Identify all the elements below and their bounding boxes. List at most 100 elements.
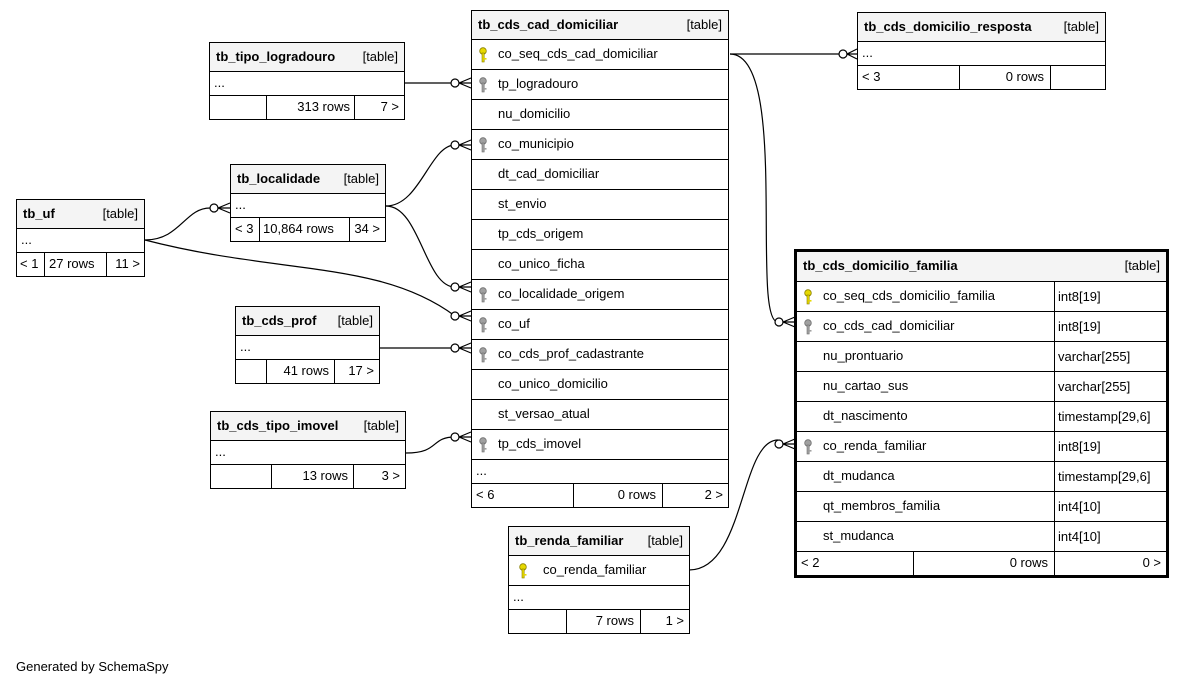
table-footer: 313 rows 7 > bbox=[210, 96, 404, 119]
edge-tipo-imovel bbox=[405, 436, 456, 454]
table-localidade[interactable]: tb_localidade [table] ... < 3 10,864 row… bbox=[230, 164, 386, 242]
column-name: dt_cad_domiciliar bbox=[498, 166, 600, 181]
table-header: tb_cds_tipo_imovel [table] bbox=[211, 412, 405, 441]
foreign-key-icon bbox=[804, 439, 812, 455]
table-cds-cad-domiciliar[interactable]: tb_cds_cad_domiciliar [table] co_seq_cds… bbox=[471, 10, 729, 508]
children-count: 7 > bbox=[380, 99, 399, 114]
table-uf[interactable]: tb_uf [table] ... < 1 27 rows 11 > bbox=[16, 199, 145, 277]
column-row[interactable]: nu_domicilio bbox=[472, 100, 728, 130]
more-columns: ... bbox=[858, 42, 1105, 66]
table-header: tb_cds_cad_domiciliar [table] bbox=[472, 11, 728, 40]
more-columns: ... bbox=[236, 336, 379, 360]
foreign-key-icon bbox=[479, 317, 487, 333]
column-row[interactable]: co_localidade_origem bbox=[472, 280, 728, 310]
table-kind: [table] bbox=[1124, 258, 1160, 273]
primary-key-icon bbox=[804, 289, 812, 305]
table-cds-domicilio-familia[interactable]: tb_cds_domicilio_familia [table] co_seq_… bbox=[794, 249, 1169, 578]
column-row[interactable]: tp_logradouro bbox=[472, 70, 728, 100]
column-name: nu_domicilio bbox=[498, 106, 571, 121]
more-columns: ... bbox=[210, 72, 404, 96]
foreign-key-icon bbox=[479, 287, 487, 303]
column-type: int8[19] bbox=[1054, 282, 1101, 311]
table-name: tb_cds_domicilio_resposta bbox=[864, 19, 1032, 34]
column-row[interactable]: tp_cds_imovel bbox=[472, 430, 728, 460]
generator-credit: Generated by SchemaSpy bbox=[16, 659, 169, 674]
table-kind: [table] bbox=[337, 313, 373, 328]
children-count: 11 > bbox=[115, 256, 140, 271]
column-type: int4[10] bbox=[1054, 492, 1101, 521]
column-row[interactable]: st_versao_atual bbox=[472, 400, 728, 430]
table-cds-prof[interactable]: tb_cds_prof [table] ... 41 rows 17 > bbox=[235, 306, 380, 384]
column-name: nu_cartao_sus bbox=[823, 378, 909, 393]
parents-count: < 3 bbox=[862, 69, 881, 84]
table-kind: [table] bbox=[362, 49, 398, 64]
table-header: tb_renda_familiar [table] bbox=[509, 527, 689, 556]
column-row[interactable]: co_municipio bbox=[472, 130, 728, 160]
edge-uf-localidade bbox=[144, 207, 211, 241]
edge-uf-couf bbox=[144, 239, 456, 317]
foreign-key-icon bbox=[479, 347, 487, 363]
parents-count: < 3 bbox=[235, 221, 254, 236]
row-count: 7 rows bbox=[595, 613, 634, 628]
column-row[interactable]: co_uf bbox=[472, 310, 728, 340]
column-row[interactable]: st_envio bbox=[472, 190, 728, 220]
column-row[interactable]: nu_prontuario varchar[255] bbox=[797, 342, 1166, 372]
column-name: nu_prontuario bbox=[823, 348, 904, 363]
table-header: tb_cds_domicilio_familia [table] bbox=[797, 252, 1166, 282]
table-cds-tipo-imovel[interactable]: tb_cds_tipo_imovel [table] ... 13 rows 3… bbox=[210, 411, 406, 489]
column-type: int8[19] bbox=[1054, 432, 1101, 461]
table-cds-domicilio-resposta[interactable]: tb_cds_domicilio_resposta [table] ... < … bbox=[857, 12, 1106, 90]
table-header: tb_cds_prof [table] bbox=[236, 307, 379, 336]
column-row[interactable]: co_unico_ficha bbox=[472, 250, 728, 280]
column-row[interactable]: co_renda_familiar bbox=[509, 556, 689, 586]
table-name: tb_uf bbox=[23, 206, 55, 221]
column-name: co_unico_ficha bbox=[498, 256, 585, 271]
column-row[interactable]: co_cds_prof_cadastrante bbox=[472, 340, 728, 370]
table-renda-familiar[interactable]: tb_renda_familiar [table] co_renda_famil… bbox=[508, 526, 690, 634]
column-type: int4[10] bbox=[1054, 522, 1101, 551]
column-type: timestamp[29,6] bbox=[1054, 402, 1151, 431]
table-tipo-logradouro[interactable]: tb_tipo_logradouro [table] ... 313 rows … bbox=[209, 42, 405, 120]
children-count: 17 > bbox=[348, 363, 374, 378]
column-row[interactable]: dt_cad_domiciliar bbox=[472, 160, 728, 190]
column-name: co_unico_domicilio bbox=[498, 376, 608, 391]
more-columns: ... bbox=[472, 460, 728, 484]
column-type: int8[19] bbox=[1054, 312, 1101, 341]
more-columns: ... bbox=[211, 441, 405, 465]
column-row[interactable]: co_seq_cds_cad_domiciliar bbox=[472, 40, 728, 70]
column-row[interactable]: dt_nascimento timestamp[29,6] bbox=[797, 402, 1166, 432]
children-count: 1 > bbox=[665, 613, 684, 628]
column-name: tp_cds_imovel bbox=[498, 436, 582, 451]
column-name: co_renda_familiar bbox=[543, 562, 647, 577]
edge-familia-renda bbox=[688, 439, 779, 571]
column-type: varchar[255] bbox=[1054, 342, 1130, 371]
column-name: tp_cds_origem bbox=[498, 226, 584, 241]
column-row[interactable]: tp_cds_origem bbox=[472, 220, 728, 250]
column-row[interactable]: co_unico_domicilio bbox=[472, 370, 728, 400]
column-name: co_localidade_origem bbox=[498, 286, 625, 301]
table-footer: 13 rows 3 > bbox=[211, 465, 405, 488]
table-kind: [table] bbox=[1063, 19, 1099, 34]
foreign-key-icon bbox=[804, 319, 812, 335]
table-name: tb_cds_tipo_imovel bbox=[217, 418, 339, 433]
column-name: co_seq_cds_cad_domiciliar bbox=[498, 46, 658, 61]
table-footer: < 3 0 rows bbox=[858, 66, 1105, 89]
table-name: tb_cds_domicilio_familia bbox=[803, 258, 958, 273]
column-name: dt_nascimento bbox=[823, 408, 908, 423]
table-footer: < 1 27 rows 11 > bbox=[17, 253, 144, 276]
row-count: 0 rows bbox=[1005, 69, 1044, 84]
column-name: co_municipio bbox=[498, 136, 574, 151]
edge-localidade-municipio bbox=[385, 144, 456, 207]
table-header: tb_cds_domicilio_resposta [table] bbox=[858, 13, 1105, 42]
parents-count: < 6 bbox=[476, 487, 495, 502]
